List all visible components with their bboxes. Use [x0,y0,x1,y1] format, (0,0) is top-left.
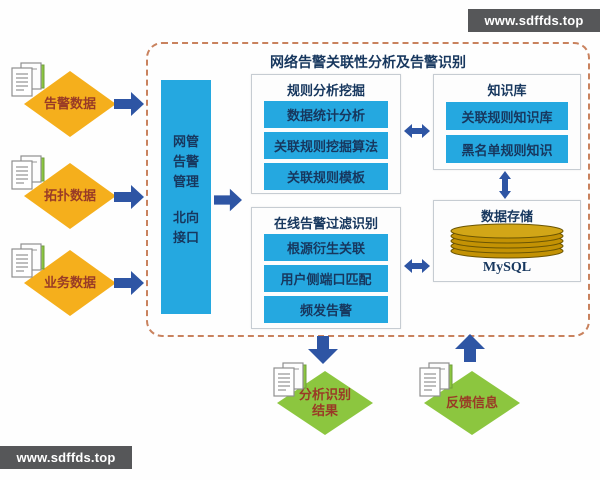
data-storage-box: 数据存储 MySQL [433,200,581,282]
block-arrow-right-icon [114,92,144,116]
input-label: 拓扑数据 [43,187,96,203]
double-arrow-horizontal-icon [404,124,430,138]
watermark-bottom: www.sdffds.top [0,446,132,469]
input-label: 告警数据 [43,95,96,111]
block-arrow-up-icon [455,334,485,362]
diagram-title: 网络告警关联性分析及告警识别 [270,56,466,71]
block-arrow-down-icon [308,336,338,364]
double-arrow-horizontal-icon [404,259,430,273]
block-arrow-right-icon [114,271,144,295]
analysis-container: 网络告警关联性分析及告警识别 网管告警管理 北向接口 规则分析挖掘 数据统计分析… [146,42,590,337]
block-arrow-right-icon [114,185,144,209]
online-filter-box: 在线告警过滤识别 根源衍生关联 用户侧端口匹配 频发告警 [251,207,401,329]
document-icon [416,362,456,398]
rule-mining-item: 关联规则挖掘算法 [264,132,388,159]
online-filter-title: 在线告警过滤识别 [273,216,378,231]
rule-mining-title: 规则分析挖掘 [286,83,365,98]
rule-mining-box: 规则分析挖掘 数据统计分析 关联规则挖掘算法 关联规则模板 [251,74,401,194]
knowledge-base-box: 知识库 关联规则知识库 黑名单规则知识 [433,74,581,170]
document-icon [270,362,310,398]
online-filter-item: 频发告警 [264,296,388,323]
online-filter-item: 用户侧端口匹配 [264,265,388,292]
knowledge-base-item: 黑名单规则知识 [446,135,568,163]
block-arrow-right-icon [214,188,242,212]
document-icon [8,155,48,191]
rule-mining-item: 数据统计分析 [264,101,388,128]
online-filter-item: 根源衍生关联 [264,234,388,261]
database-label: MySQL [482,260,532,275]
gateway-bottom-label: 北向接口 [172,210,199,246]
document-icon [8,62,48,98]
double-arrow-vertical-icon [499,171,511,199]
document-icon [8,243,48,279]
knowledge-base-item: 关联规则知识库 [446,102,568,130]
watermark-top: www.sdffds.top [468,9,600,32]
input-label: 业务数据 [43,274,96,290]
output-label: 反馈信息 [445,394,498,410]
data-storage-title: 数据存储 [480,209,533,224]
gateway-top-label: 网管告警管理 [172,134,199,190]
database-cylinder-icon [449,223,565,259]
northbound-interface-bar: 网管告警管理 北向接口 [161,80,211,314]
knowledge-base-title: 知识库 [487,83,527,98]
rule-mining-item: 关联规则模板 [264,163,388,190]
output-label: 分析识别结果 [298,386,351,418]
